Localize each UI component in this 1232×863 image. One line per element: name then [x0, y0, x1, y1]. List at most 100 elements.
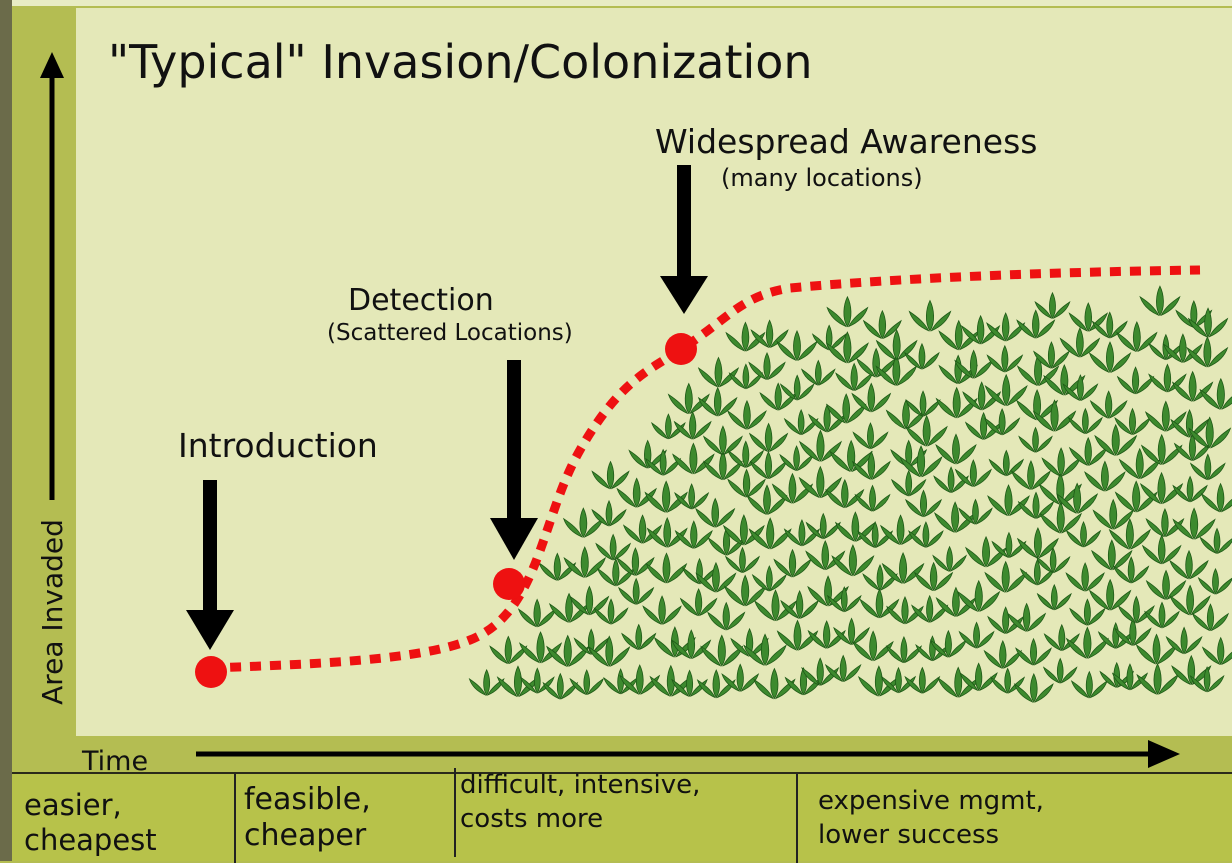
- plant-sprout-icon: [1141, 534, 1182, 565]
- plant-sprout-icon: [616, 547, 655, 576]
- plant-sprout-icon: [1013, 672, 1054, 703]
- plant-sprout-icon: [667, 382, 710, 415]
- plant-sprout-icon: [1091, 311, 1128, 339]
- plant-sprout-icon: [1088, 578, 1132, 611]
- plant-sprout-icon: [933, 466, 969, 494]
- plant-sprout-icon: [960, 314, 1001, 345]
- plant-sprout-icon: [628, 439, 668, 469]
- plant-sprout-icon: [851, 450, 891, 480]
- plant-sprout-icon: [801, 359, 836, 386]
- plant-sprout-icon: [1139, 285, 1181, 317]
- plant-sprout-icon: [591, 499, 627, 527]
- plant-sprout-icon: [727, 399, 767, 430]
- plant-sprout-icon: [954, 459, 992, 487]
- invasion-curve: [209, 265, 1201, 673]
- plant-sprout-icon: [721, 663, 760, 692]
- cost-label-4: expensive mgmt, lower success: [818, 786, 1044, 850]
- cost-bar: easier, cheapest feasible, cheaper diffi…: [12, 768, 1232, 863]
- plant-sprout-icon: [825, 331, 869, 364]
- plant-sprout-icon: [933, 501, 977, 533]
- plant-sprout-icon: [1171, 654, 1212, 686]
- plant-sprout-icon: [1135, 633, 1178, 665]
- plant-sprout-icon: [1200, 482, 1232, 513]
- plant-sprout-icon: [826, 586, 862, 613]
- plant-sprout-icon: [1170, 409, 1209, 438]
- plant-sprout-icon: [1088, 341, 1132, 373]
- plant-sprout-icon: [959, 662, 998, 692]
- plant-sprout-icon: [958, 498, 993, 525]
- plant-sprout-icon: [1201, 636, 1232, 666]
- introduction-marker: [195, 656, 227, 688]
- plant-sprout-icon: [700, 634, 744, 667]
- plant-sprout-icon: [831, 544, 875, 577]
- plant-sprout-icon: [983, 640, 1023, 669]
- stage-label-awareness: Widespread Awareness: [655, 122, 1037, 161]
- plant-sprout-icon: [771, 472, 814, 504]
- introduction-arrow: [186, 480, 234, 650]
- plant-sprout-icon: [1069, 598, 1106, 626]
- plant-sprout-icon: [935, 433, 977, 465]
- plant-sprout-icon: [695, 561, 737, 593]
- plant-sprout-icon: [1016, 389, 1059, 421]
- plant-sprout-icon: [825, 478, 865, 509]
- y-axis-label-bg: [36, 500, 68, 730]
- plant-sprout-icon: [1062, 374, 1099, 401]
- cost-cell-2: feasible, cheaper: [234, 774, 454, 863]
- plant-sprout-icon: [885, 635, 923, 664]
- plant-sprout-icon: [987, 484, 1030, 517]
- plant-sprout-icon: [645, 448, 682, 476]
- plant-sprout-icon: [987, 606, 1025, 635]
- plant-sprout-icon: [1114, 617, 1152, 646]
- plant-sprout-icon: [1189, 453, 1226, 481]
- plant-sprout-icon: [1016, 309, 1056, 339]
- plant-sprout-icon: [776, 619, 819, 651]
- cost-label-3: difficult, intensive, costs more: [460, 770, 701, 834]
- plant-sprout-icon: [1165, 626, 1203, 655]
- plant-sprout-icon: [750, 319, 789, 349]
- cost-cell-1: easier, cheapest: [12, 774, 234, 863]
- plant-sprout-icon: [938, 319, 980, 351]
- plant-sprout-icon: [964, 411, 1003, 440]
- plant-sprout-icon: [1139, 471, 1184, 505]
- plant-sprout-icon: [645, 552, 688, 584]
- plant-sprout-icon: [496, 665, 540, 698]
- y-axis-label: Area Invaded: [36, 519, 69, 705]
- plant-sprout-icon: [807, 620, 846, 649]
- plant-sprout-icon: [986, 312, 1026, 342]
- plant-sprout-icon: [621, 623, 657, 651]
- plant-sprout-icon: [1065, 626, 1109, 659]
- plant-sprout-icon: [1169, 584, 1211, 616]
- plant-sprout-icon: [833, 617, 870, 646]
- plant-sprout-icon: [1175, 300, 1213, 328]
- plant-sprout-icon: [468, 668, 505, 696]
- plant-sprout-icon: [644, 480, 688, 513]
- plant-sprout-icon: [1017, 491, 1055, 519]
- plant-sprout-icon: [904, 342, 940, 370]
- plant-sprout-icon: [1007, 602, 1047, 632]
- plant-sprout-icon: [748, 351, 786, 381]
- plant-sprout-icon: [754, 589, 797, 622]
- detection-marker: [493, 568, 525, 600]
- plant-sprout-icon: [1113, 556, 1150, 584]
- plant-sprout-icon: [1145, 569, 1187, 600]
- plant-sprout-icon: [783, 409, 819, 436]
- plant-sprout-icon: [1172, 507, 1216, 540]
- plant-sprout-icon: [751, 565, 787, 592]
- stage-sublabel-awareness: (many locations): [721, 164, 923, 192]
- plant-sprout-icon: [1191, 603, 1230, 632]
- top-border: [12, 0, 1232, 6]
- plant-sprout-icon: [805, 512, 841, 540]
- plant-sprout-icon: [1034, 291, 1071, 319]
- plant-sprout-icon: [1042, 657, 1078, 684]
- plant-sprout-icon: [825, 393, 867, 424]
- plant-sprout-icon: [489, 635, 528, 665]
- plant-sprout-icon: [779, 445, 814, 472]
- plant-sprout-icon: [862, 564, 898, 591]
- plant-sprout-icon: [1111, 663, 1149, 691]
- plant-sprout-icon: [852, 630, 894, 662]
- plant-sprout-icon: [674, 520, 713, 549]
- plant-sprout-icon: [651, 413, 686, 440]
- plant-sprout-icon: [958, 621, 995, 649]
- plant-sprout-icon: [932, 545, 967, 572]
- plant-sprout-icon: [1136, 663, 1179, 695]
